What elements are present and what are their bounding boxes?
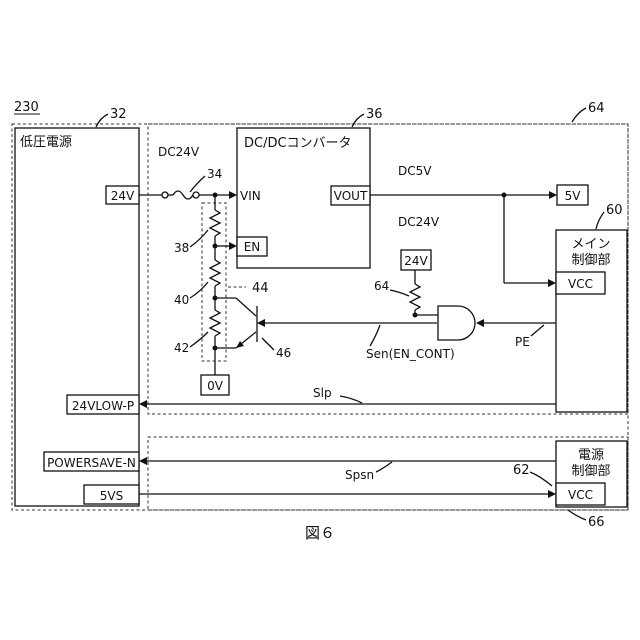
signal-slp-leader bbox=[340, 396, 362, 403]
terminal-24v bbox=[162, 192, 168, 198]
power-control-title-2: 制御部 bbox=[571, 464, 610, 479]
low-voltage-power-title: 低圧電源 bbox=[20, 135, 72, 150]
transistor-ref: 46 bbox=[276, 346, 291, 360]
low-voltage-power-block bbox=[15, 128, 139, 506]
signal-sen: Sen(EN_CONT) bbox=[366, 347, 455, 361]
main-control-vcc: VCC bbox=[568, 277, 593, 291]
port-24v-label: 24V bbox=[111, 189, 135, 203]
ground-label: 0V bbox=[207, 379, 224, 393]
arrow-power-vcc bbox=[548, 490, 556, 498]
arrow-slp bbox=[139, 400, 147, 408]
pullup-supply: 24V bbox=[404, 254, 428, 268]
fuse-leader bbox=[190, 176, 205, 192]
power-control-vcc: VCC bbox=[568, 488, 593, 502]
pin-en: EN bbox=[244, 240, 261, 254]
port-24vlow-p-label: 24VLOW-P bbox=[72, 399, 134, 413]
transistor-collector bbox=[236, 298, 256, 316]
arrow-spsn bbox=[139, 457, 147, 465]
signal-pe-leader bbox=[531, 325, 544, 336]
low-voltage-power-leader bbox=[96, 114, 108, 127]
region-64-ref: 64 bbox=[588, 101, 605, 116]
pullup-ref: 64 bbox=[374, 279, 389, 293]
dc5v-label: DC5V bbox=[398, 164, 432, 178]
signal-spsn: Spsn bbox=[345, 468, 374, 482]
figure-caption: 図６ bbox=[305, 524, 335, 542]
terminal-fuse bbox=[193, 192, 199, 198]
main-control-title-1: メイン bbox=[571, 237, 610, 252]
resistor-38-leader bbox=[190, 230, 208, 247]
resistor-42 bbox=[210, 310, 220, 336]
arrow-5v bbox=[549, 191, 557, 199]
region-66-leader bbox=[568, 510, 586, 520]
low-voltage-power-ref: 32 bbox=[110, 107, 127, 122]
power-control-title-1: 電源 bbox=[578, 448, 604, 463]
region-66-ref: 66 bbox=[588, 515, 605, 530]
arrow-pe bbox=[476, 319, 484, 327]
power-control-leader bbox=[530, 472, 552, 486]
resistor-42-ref: 42 bbox=[174, 341, 189, 355]
fuse-symbol bbox=[173, 191, 193, 199]
main-control-ref: 60 bbox=[606, 203, 623, 218]
arrow-en bbox=[229, 242, 237, 250]
port-powersave-n-label: POWERSAVE-N bbox=[47, 456, 136, 470]
main-control-title-2: 制御部 bbox=[571, 253, 610, 268]
resistor-40-leader bbox=[190, 282, 208, 298]
resistor-40-ref: 40 bbox=[174, 293, 189, 307]
region-230-ref: 230 bbox=[14, 100, 39, 115]
signal-pe: PE bbox=[515, 335, 530, 349]
arrow-main-vcc bbox=[548, 279, 556, 287]
out-5v: 5V bbox=[565, 189, 582, 203]
region-44-ref: 44 bbox=[252, 281, 269, 296]
pullup-leader bbox=[390, 290, 409, 296]
resistor-38 bbox=[210, 210, 220, 236]
port-5vs-label: 5VS bbox=[100, 489, 123, 503]
signal-sen-leader bbox=[370, 325, 380, 346]
fuse-ref: 34 bbox=[207, 167, 222, 181]
signal-slp: Slp bbox=[313, 386, 332, 400]
resistor-42-leader bbox=[190, 332, 208, 347]
arrow-vin bbox=[229, 191, 237, 199]
arrow-sen bbox=[257, 319, 265, 327]
pin-vin: VIN bbox=[240, 189, 261, 203]
dcdc-converter-leader bbox=[352, 114, 364, 127]
dc24v-input-label: DC24V bbox=[158, 145, 200, 159]
pullup-resistor bbox=[410, 284, 420, 310]
pullup-supply-label: DC24V bbox=[398, 215, 440, 229]
region-64-leader bbox=[572, 108, 586, 122]
main-control-leader bbox=[596, 212, 604, 229]
power-control-ref: 62 bbox=[513, 463, 530, 478]
resistor-40 bbox=[210, 260, 220, 286]
and-gate bbox=[438, 306, 475, 340]
resistor-38-ref: 38 bbox=[174, 241, 189, 255]
transistor-leader bbox=[262, 338, 274, 350]
dcdc-converter-title: DC/DCコンバータ bbox=[244, 136, 352, 151]
dcdc-converter-ref: 36 bbox=[366, 107, 383, 122]
pin-vout: VOUT bbox=[334, 189, 368, 203]
signal-spsn-leader bbox=[376, 462, 392, 472]
